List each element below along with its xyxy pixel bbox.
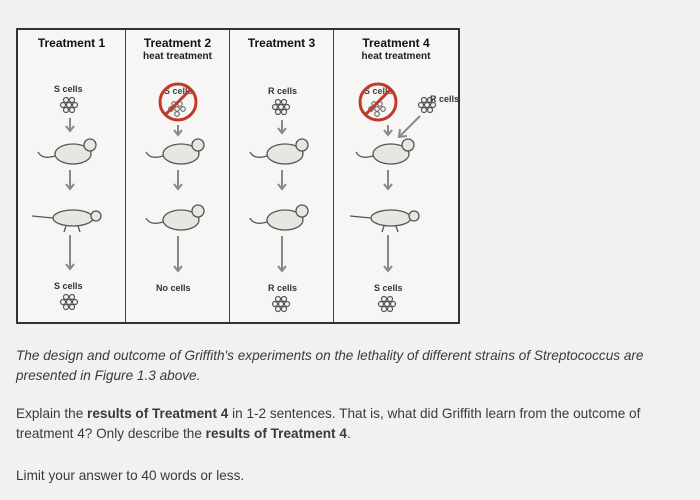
cell-cluster-icon: [59, 293, 79, 311]
treatment-2-title: Treatment 2: [143, 36, 212, 50]
arrow-down-icon: [277, 170, 287, 191]
word-limit-note: Limit your answer to 40 words or less.: [16, 468, 245, 483]
arrow-down-icon: [173, 170, 183, 191]
treatment-3-title: Treatment 3: [247, 36, 316, 50]
treatment-4-bottom-label: S cells: [374, 283, 403, 293]
arrow-down-icon: [277, 236, 287, 273]
live-mouse-icon: [145, 138, 205, 165]
treatment-1-drawing: [31, 96, 102, 311]
arrow-down-icon: [277, 120, 287, 135]
live-mouse-icon: [249, 138, 309, 165]
question-emphasis: results of Treatment 4: [205, 426, 347, 441]
treatment-3-top-label: R cells: [268, 86, 298, 96]
arrow-down-icon: [65, 118, 75, 133]
cell-cluster-icon: [271, 295, 291, 313]
live-mouse-icon: [249, 204, 309, 231]
cell-cluster-icon: [271, 98, 291, 116]
treatment-2-subtitle: heat treatment: [143, 51, 212, 62]
treatment-2-top-label: S cells: [164, 86, 193, 96]
treatment-2-drawing: [145, 82, 205, 273]
figure-caption: The design and outcome of Griffith's exp…: [16, 348, 644, 383]
treatment-3-bottom-label: R cells: [268, 283, 298, 293]
question-part: .: [346, 426, 351, 441]
dead-mouse-icon: [31, 209, 102, 233]
question-part: in 1-2 sentences. That is, what did Grif…: [16, 406, 641, 441]
question-emphasis: results of Treatment 4: [87, 406, 229, 421]
live-mouse-icon: [145, 204, 205, 231]
cell-cluster-icon: [59, 96, 79, 114]
cell-cluster-icon: [417, 96, 437, 114]
treatment-2-column: Treatment 2 heat treatment S cells No ce…: [126, 30, 230, 322]
treatment-4-subtitle: heat treatment: [361, 51, 431, 62]
treatment-1-title: Treatment 1: [37, 36, 106, 50]
live-mouse-icon: [37, 138, 97, 165]
treatment-1-top-label: S cells: [54, 84, 83, 94]
treatment-4-drawing: [349, 82, 437, 313]
prohibition-icon: [358, 82, 398, 122]
treatment-4-column: Treatment 4 heat treatment S cells R cel…: [334, 30, 460, 322]
arrow-down-icon: [65, 235, 75, 271]
live-mouse-icon: [355, 138, 415, 165]
treatment-4-extra-label: R cells: [430, 94, 460, 104]
arrow-down-icon: [173, 125, 183, 137]
cell-cluster-icon: [377, 295, 397, 313]
treatment-3-column: Treatment 3 R cells R cells: [230, 30, 334, 322]
treatment-1-column: Treatment 1 S cells S cells: [18, 30, 126, 322]
arrow-down-icon: [383, 235, 393, 273]
arrow-down-icon: [383, 125, 393, 137]
arrow-down-icon: [65, 170, 75, 191]
treatment-4-top-label: S cells: [364, 86, 393, 96]
dead-mouse-icon: [349, 209, 420, 233]
question-part: Explain the: [16, 406, 88, 421]
treatment-3-drawing: [249, 98, 309, 313]
arrow-diagonal-icon: [397, 115, 421, 139]
griffith-figure: Treatment 1 S cells S cells Treatment 2 …: [16, 28, 460, 324]
treatment-2-bottom-label: No cells: [156, 283, 191, 293]
arrow-down-icon: [383, 170, 393, 191]
prohibition-icon: [158, 82, 198, 122]
question-text: Explain the results of Treatment 4 in 1-…: [16, 404, 692, 444]
arrow-down-icon: [173, 236, 183, 273]
treatment-4-title: Treatment 4: [362, 36, 430, 50]
treatment-1-bottom-label: S cells: [54, 281, 83, 291]
